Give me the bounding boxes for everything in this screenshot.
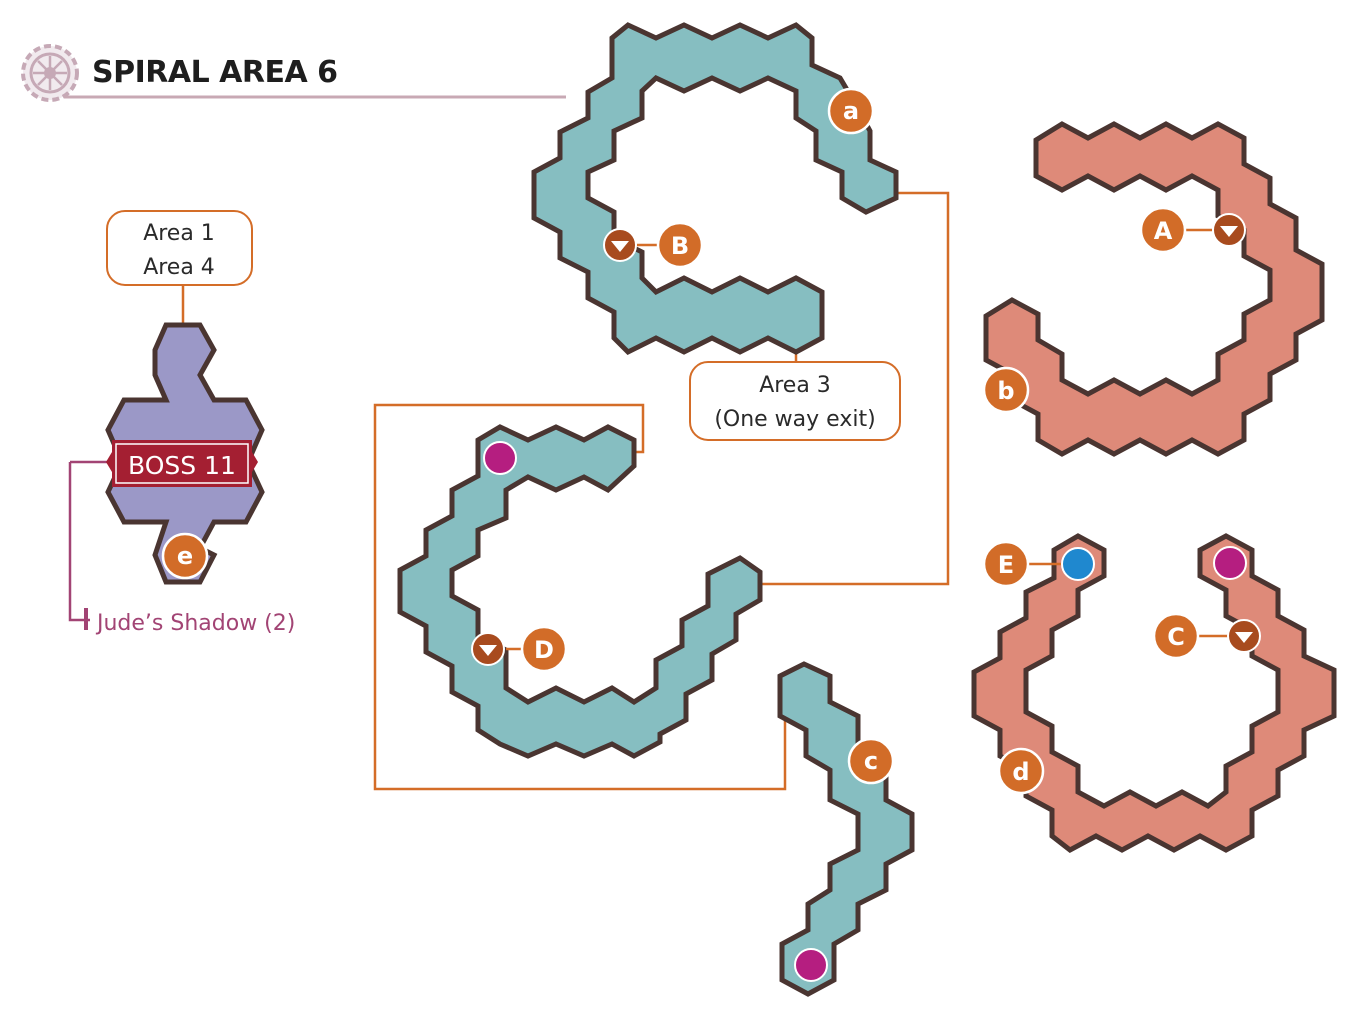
marker-A[interactable]: A	[1139, 206, 1187, 254]
svg-text:D: D	[534, 636, 554, 664]
marker-a[interactable]: a	[827, 87, 875, 135]
svg-text:c: c	[864, 747, 878, 775]
chest-D-icon[interactable]	[471, 632, 524, 666]
callout-area3-line-1: Area 3	[759, 373, 831, 398]
marker-B[interactable]: B	[656, 221, 704, 269]
corridor-teal-diagonal	[777, 661, 915, 997]
marker-d[interactable]: d	[997, 747, 1045, 795]
svg-text:B: B	[671, 232, 689, 260]
warp-point-icon[interactable]	[794, 948, 828, 982]
svg-text:e: e	[177, 542, 193, 570]
svg-text:E: E	[998, 551, 1014, 579]
chest-B-icon[interactable]	[603, 228, 660, 262]
corridor-teal-middle	[397, 424, 763, 759]
callout-line-2: Area 4	[143, 255, 215, 280]
title-gear-icon	[21, 44, 79, 102]
blue-point-E-icon[interactable]	[1026, 547, 1095, 581]
marker-D[interactable]: D	[520, 625, 568, 673]
corridor-salmon-bottom	[971, 533, 1337, 853]
chest-A-icon[interactable]	[1184, 213, 1246, 247]
callout-area1-area4: Area 1 Area 4	[106, 210, 253, 286]
svg-text:d: d	[1012, 758, 1029, 786]
chest-C-icon[interactable]	[1196, 619, 1261, 653]
marker-C[interactable]: C	[1152, 612, 1200, 660]
warp-point-icon[interactable]	[1213, 546, 1247, 580]
page-title: SPIRAL AREA 6	[92, 55, 337, 90]
corridor-salmon-top	[983, 121, 1325, 457]
boss-label: BOSS 11	[128, 451, 236, 480]
marker-E[interactable]: E	[982, 540, 1030, 588]
corridor-teal-top	[531, 22, 899, 356]
svg-text:a: a	[843, 97, 859, 125]
svg-text:b: b	[997, 377, 1014, 405]
boss-pointer-line	[68, 462, 90, 622]
callout-area3-line-2: (One way exit)	[714, 407, 875, 432]
marker-b[interactable]: b	[982, 366, 1030, 414]
callout-area3: Area 3 (One way exit)	[689, 361, 901, 441]
svg-text:A: A	[1154, 217, 1173, 245]
boss-banner[interactable]: BOSS 11	[106, 440, 258, 487]
boss-name: Jude’s Shadow (2)	[95, 611, 295, 636]
marker-c[interactable]: c	[847, 737, 895, 785]
callout-line-1: Area 1	[143, 221, 215, 246]
warp-point-icon[interactable]	[483, 441, 517, 475]
marker-e[interactable]: e	[161, 532, 209, 580]
svg-text:C: C	[1167, 623, 1185, 651]
